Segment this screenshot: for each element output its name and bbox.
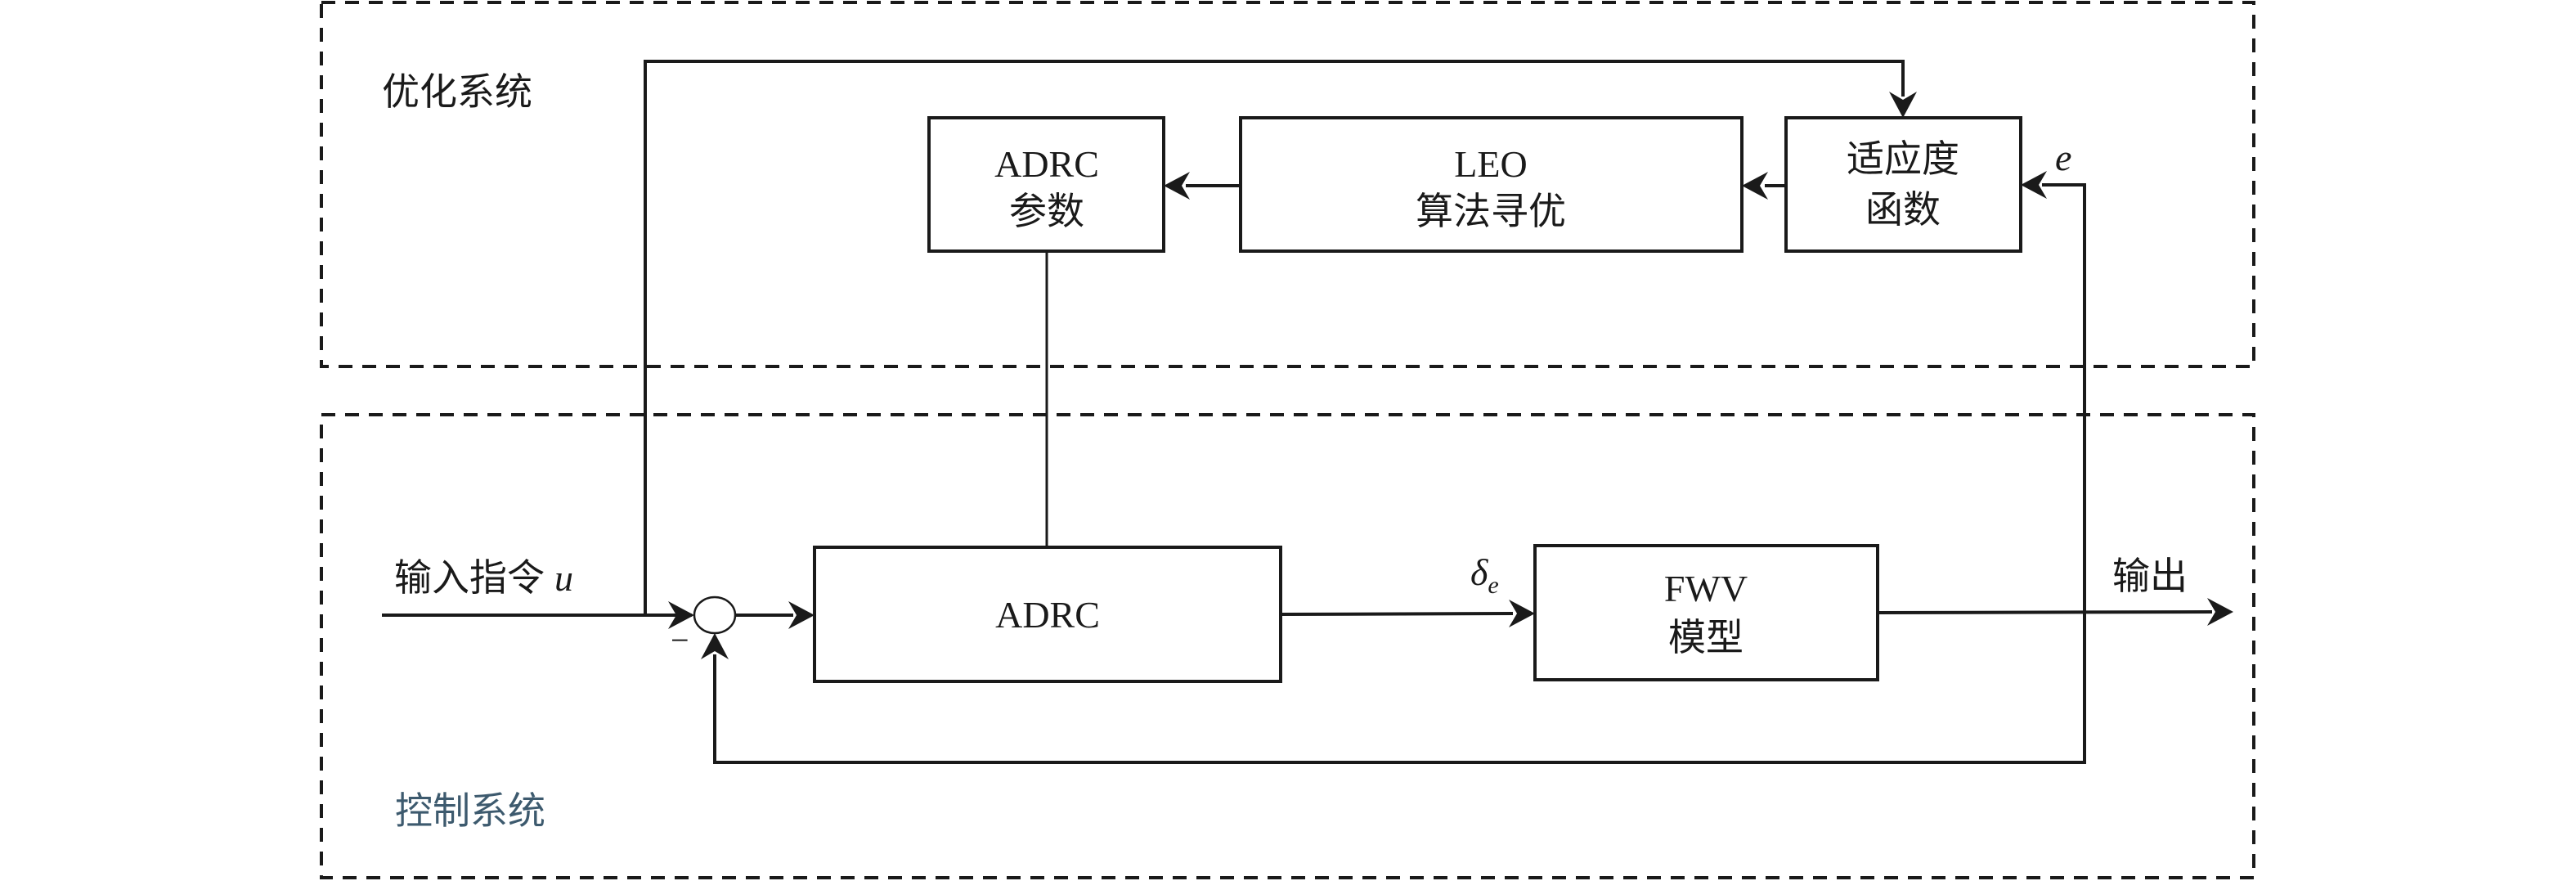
fitness-line1: 适应度: [1847, 138, 1959, 180]
feedback-wire: [713, 612, 2086, 764]
error-signal-label: e: [2055, 137, 2071, 178]
control-system-frame: [320, 413, 2255, 879]
output-label: 输出: [2112, 555, 2188, 597]
control-signal-label: δe: [1470, 551, 1499, 599]
optimization-system-frame: [320, 1, 2255, 368]
fwv-line2: 模型: [1668, 617, 1744, 659]
leo-line1: LEO: [1454, 143, 1527, 185]
leo-optimizer-block[interactable]: LEO 算法寻优: [1239, 116, 1744, 253]
optimization-system-label: 优化系统: [382, 70, 532, 114]
control-system-label: 控制系统: [395, 789, 545, 833]
adrc-params-line2: 参数: [1009, 191, 1084, 232]
adrc-params-line1: ADRC: [994, 143, 1099, 185]
adrc-controller-label: ADRC: [995, 594, 1100, 636]
input-to-fitness-wire: [644, 60, 1905, 615]
adrc-controller-block[interactable]: ADRC: [813, 546, 1282, 683]
fitness-function-block[interactable]: 适应度 函数: [1784, 116, 2022, 253]
error-to-fitness-wire: [2042, 183, 2086, 612]
output-signal-line: [1877, 610, 2213, 614]
summing-junction[interactable]: [693, 596, 737, 635]
fwv-line1: FWV: [1664, 568, 1748, 609]
adrc-params-block[interactable]: ADRC 参数: [927, 116, 1165, 253]
fwv-model-block[interactable]: FWV 模型: [1533, 544, 1879, 681]
leo-line2: 算法寻优: [1416, 191, 1566, 232]
fitness-line2: 函数: [1865, 189, 1941, 231]
minus-sign: −: [671, 622, 689, 659]
leo-input-arrow-icon: [1742, 172, 1768, 200]
